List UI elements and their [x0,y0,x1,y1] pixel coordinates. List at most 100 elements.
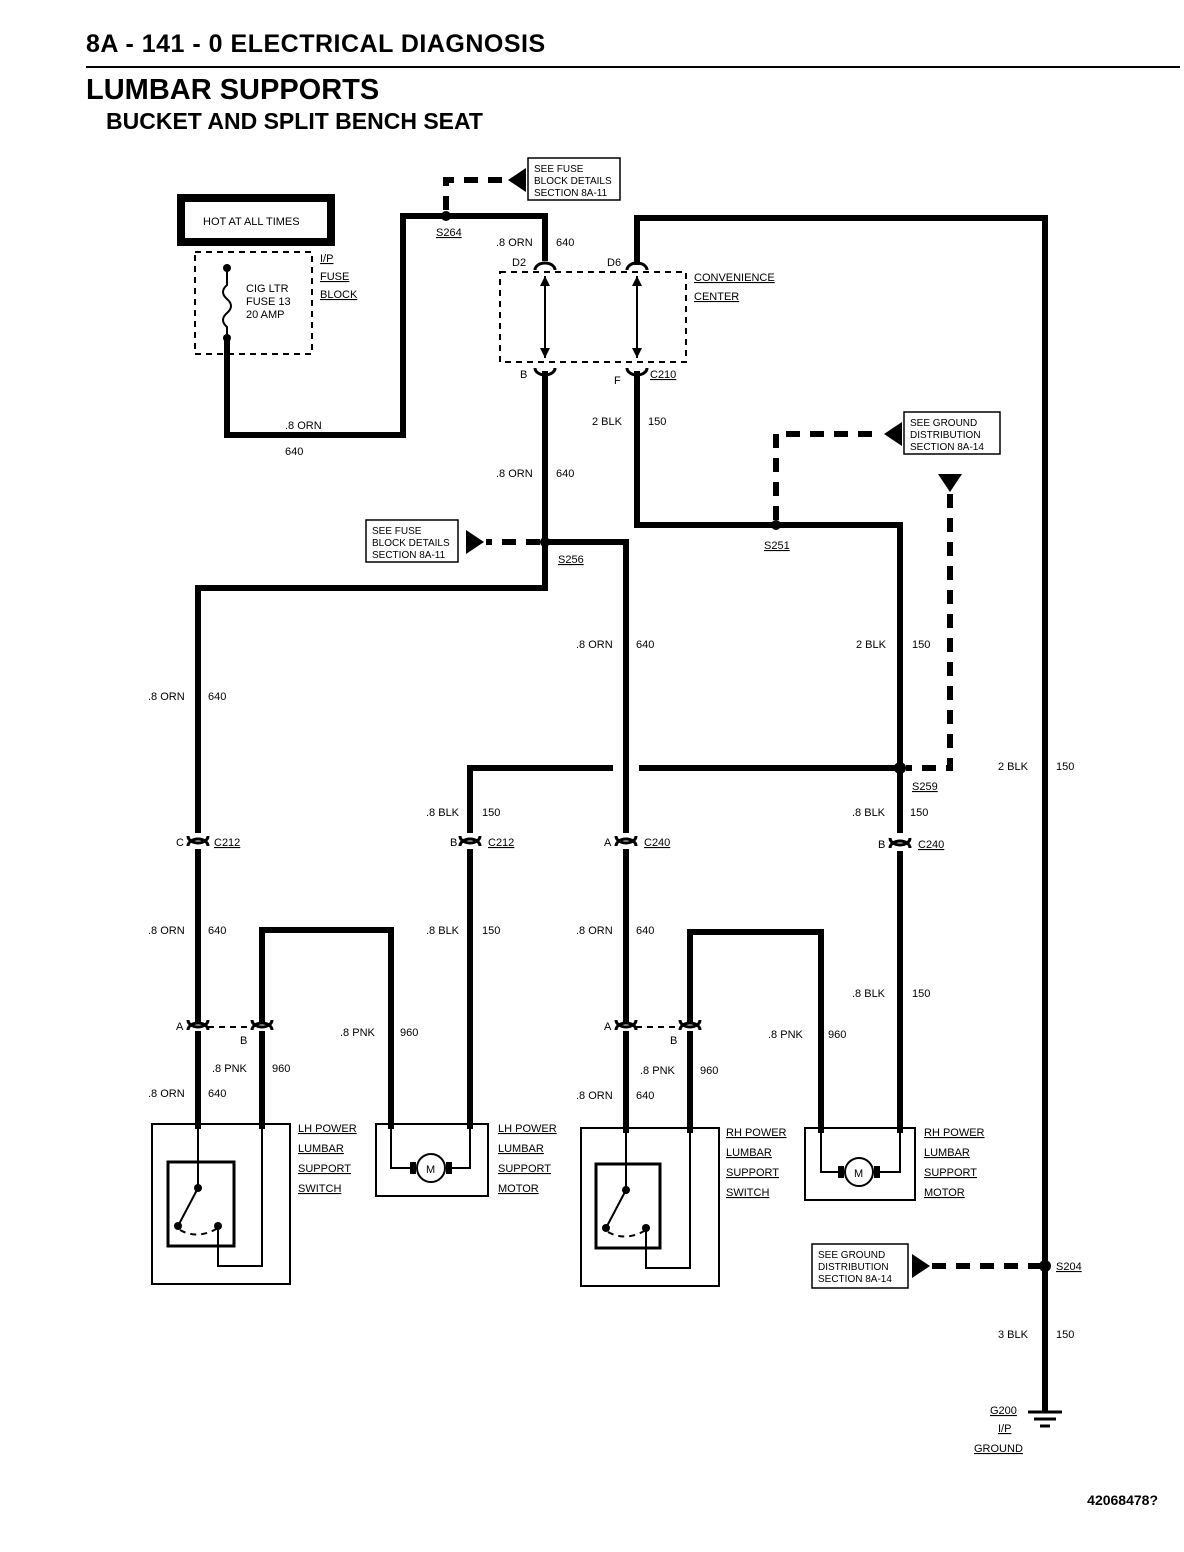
rh-motor-label-4: MOTOR [924,1187,965,1199]
convenience-center-line2: CENTER [694,291,739,303]
rh-switch-label-2: LUMBAR [726,1147,772,1159]
wire-label-pnk-rh-sw: .8 PNK [640,1065,676,1077]
arrow-ground-bottom-note [912,1254,930,1278]
connector-a-rh-label: A [604,1021,612,1033]
connector-b-c212-label: B [450,837,457,849]
dashed-note-to-s259 [906,494,953,771]
internal-arrow-d2 [540,276,550,286]
wire-code-640-rh-upper: 640 [636,639,654,651]
page-header: 8A - 141 - 0 ELECTRICAL DIAGNOSIS [86,30,546,58]
lh-motor-box [375,1123,489,1197]
ground-label-1: G200 [990,1405,1017,1417]
lh-switch-label-4: SWITCH [298,1183,341,1195]
wire-label-blk-f: 2 BLK [592,416,623,428]
note-ground-top-box [903,411,1001,455]
internal-arrow-d6 [632,276,642,286]
wire-f-to-s251 [634,371,903,833]
wire-label-blk-s259-lh: .8 BLK [426,807,460,819]
wire-label-pnk-rh-motor: .8 PNK [768,1029,804,1041]
connector-c210-label: C210 [650,369,676,381]
rh-switch-inner [594,1162,662,1250]
rh-motor-symbol [844,1157,874,1187]
rh-motor-label-3: SUPPORT [924,1167,977,1179]
block-label-line3: BLOCK [320,289,358,301]
wire-code-640-lh-lower: 640 [208,925,226,937]
wire-code-150-lh-motor: 150 [482,925,500,937]
wire-code-150-rh-motor: 150 [912,988,930,1000]
wire-code-150-right: 150 [1056,761,1074,773]
connector-d2-label: D2 [512,257,526,269]
wire-code-640-rh-lower: 640 [636,925,654,937]
wire-label-orn-rh-lower: .8 ORN [576,925,613,937]
hot-at-all-times-label: HOT AT ALL TIMES [203,216,300,228]
wire-code-960-lh-motor: 960 [400,1027,418,1039]
connector-c212-label-lhm: C212 [488,837,514,849]
block-label-line2: FUSE [320,271,349,283]
wire-s256-to-rh [542,539,629,833]
wire-label-orn-rh-upper: .8 ORN [576,639,613,651]
wire-code-640-fuse: 640 [285,446,303,458]
connector-b-label: B [520,369,527,381]
connector-c212-label-lh: C212 [214,837,240,849]
lh-switch-arc [179,1227,219,1236]
wire-code-960-lh-sw: 960 [272,1063,290,1075]
note-ground-top-line2: DISTRIBUTION [910,430,981,441]
wire-label-blk-s259-rh: .8 BLK [852,807,886,819]
note-fuse-mid-line3: SECTION 8A-11 [372,550,446,561]
connector-c240-label-rhm: C240 [918,839,944,851]
connector-d2 [533,261,557,271]
splice-s259-label: S259 [912,781,938,793]
note-ground-bottom-line1: SEE GROUND [818,1250,885,1261]
wire-label-pnk-lh-motor: .8 PNK [340,1027,376,1039]
ground-label-3: GROUND [974,1443,1023,1455]
note-fuse-top-box [527,157,621,201]
connector-c-label: C [176,837,184,849]
ip-fuse-block-outline [194,251,313,355]
lh-switch-box [151,1123,291,1285]
rh-motor-label-1: RH POWER [924,1127,985,1139]
fuse-terminal-top [223,264,231,272]
wire-label-blk-rh-motor: .8 BLK [852,988,886,1000]
splice-s204 [1039,1260,1051,1272]
wire-label-blk-lh-motor: .8 BLK [426,925,460,937]
wire-code-960-rh-motor: 960 [828,1029,846,1041]
note-fuse-top-line1: SEE FUSE [534,164,584,175]
arrow-ground-down [938,474,962,492]
note-ground-top-line1: SEE GROUND [910,418,977,429]
connector-b-rh-label: B [670,1035,677,1047]
note-fuse-mid-line1: SEE FUSE [372,526,422,537]
splice-s251 [771,520,781,530]
lh-switch-contact-1 [174,1222,182,1230]
wire-code-640-mid: 640 [556,468,574,480]
wire-code-150-s251: 150 [912,639,930,651]
fuse-symbol [222,270,232,340]
hot-at-all-times-box [177,194,335,246]
note-ground-bottom-box [811,1243,909,1289]
rh-motor-brush-l [838,1166,844,1178]
note-ground-bottom-line3: SECTION 8A-14 [818,1274,892,1285]
connector-lh-switch-b [250,1019,274,1031]
rh-switch-label-3: SUPPORT [726,1167,779,1179]
wire-s259-bus-left [467,765,613,833]
wire-code-640-lh-upper: 640 [208,691,226,703]
lh-motor-label-4: MOTOR [498,1183,539,1195]
wire-label-orn-lh-sw: .8 ORN [148,1088,185,1100]
note-ground-top-line3: SECTION 8A-14 [910,442,984,453]
connector-d6-label: D6 [607,257,621,269]
arrow-fuse-top-note [508,168,526,192]
lh-motor-label-3: SUPPORT [498,1163,551,1175]
ground-symbol [1028,1410,1062,1428]
dashed-s251-to-note [773,431,882,520]
rh-switch-label-1: RH POWER [726,1127,787,1139]
rh-motor-leads [820,1128,901,1173]
wire-label-pnk-lh-sw: .8 PNK [212,1063,248,1075]
note-fuse-top-line3: SECTION 8A-11 [534,188,608,199]
wire-label-blk-s251: 2 BLK [856,639,887,651]
header-rule [86,66,1180,68]
lh-motor-brush-r [446,1162,452,1174]
connector-a-c240-label: A [604,837,612,849]
splice-s264-label: S264 [436,227,462,239]
wire-label-orn-d2: .8 ORN [496,237,533,249]
arrow-fuse-mid-note [466,530,484,554]
wire-code-960-rh-sw: 960 [700,1065,718,1077]
